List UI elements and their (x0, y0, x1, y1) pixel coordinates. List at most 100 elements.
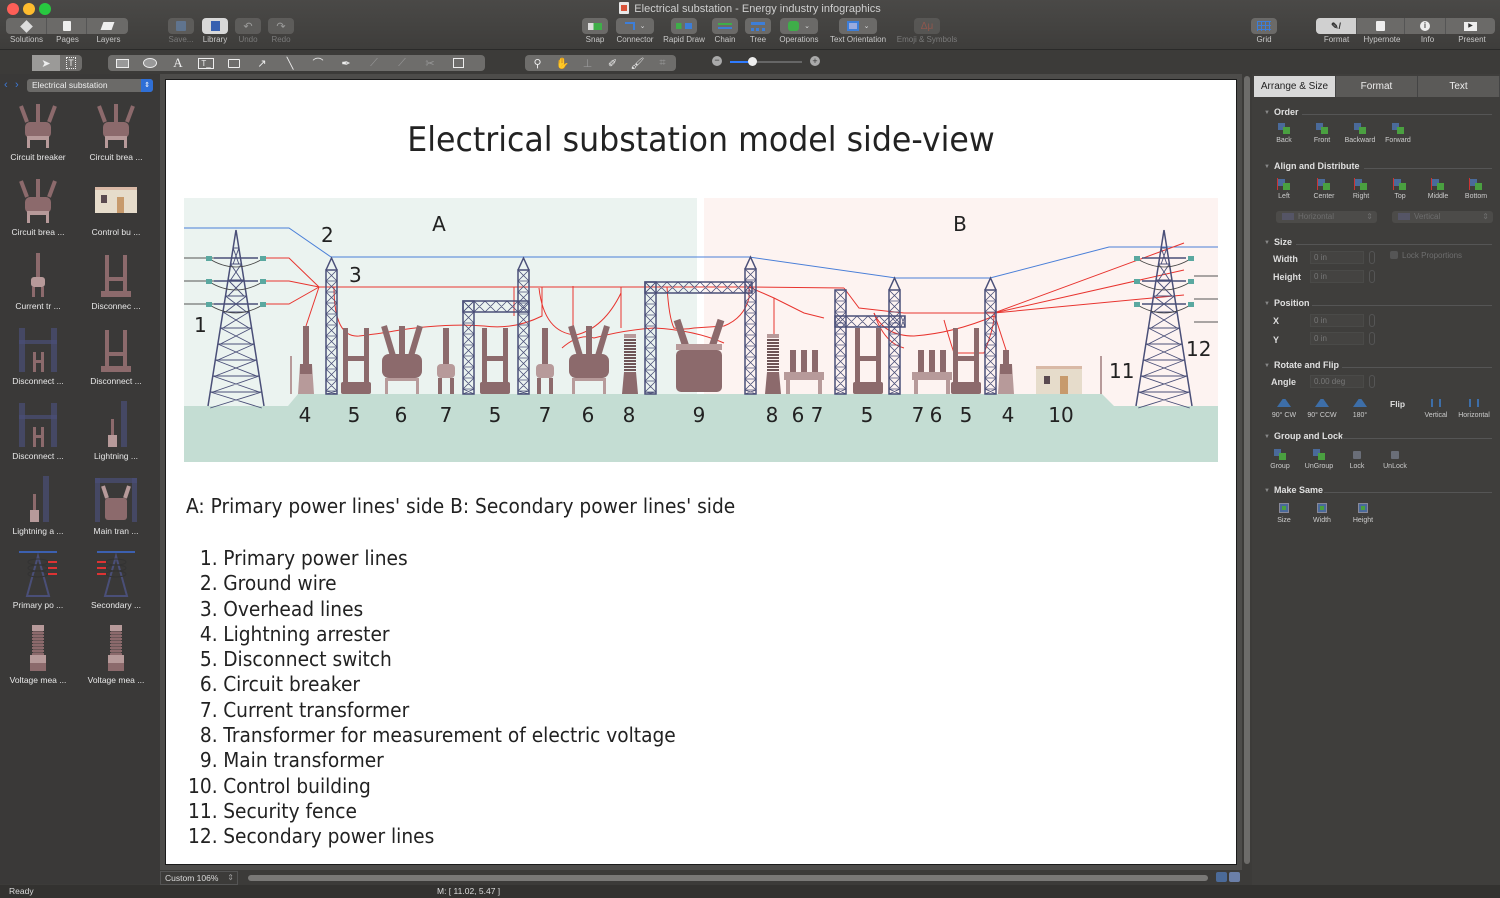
hypernote-button[interactable] (1357, 18, 1405, 34)
container-tool[interactable] (444, 55, 472, 71)
distribute-horizontal-select[interactable]: Horizontal⇕ (1276, 211, 1377, 223)
info-button[interactable]: i (1405, 18, 1446, 34)
horizontal-scrollbar[interactable] (248, 875, 1208, 881)
x-stepper[interactable] (1369, 314, 1375, 327)
solutions-button[interactable] (6, 18, 47, 34)
add-point-tool[interactable]: ⟋ (388, 55, 416, 71)
text-tool[interactable]: A (164, 55, 192, 71)
width-button[interactable]: Width (1302, 502, 1342, 524)
lock-proportions-checkbox[interactable] (1390, 251, 1398, 259)
middle-button[interactable]: Middle (1418, 178, 1458, 200)
library-item[interactable]: Disconnect ... (0, 395, 76, 470)
width-stepper[interactable] (1369, 251, 1375, 264)
y-input[interactable]: 0 in (1310, 332, 1364, 345)
operations-button[interactable]: ⌄ (780, 18, 818, 34)
eyedropper-tool[interactable]: ✐ (600, 55, 625, 71)
arc-tool[interactable]: ⌒ (304, 55, 332, 71)
library-button[interactable] (202, 18, 228, 34)
unlock-button[interactable]: UnLock (1375, 448, 1415, 470)
library-item[interactable]: Circuit breaker (0, 96, 76, 171)
present-button[interactable]: ▶ (1446, 18, 1495, 34)
forward-button[interactable]: Forward (1378, 122, 1418, 144)
library-item[interactable]: Lightning ... (78, 395, 154, 470)
library-item[interactable]: Circuit brea ... (0, 171, 76, 246)
pan-tool[interactable]: ✋ (550, 55, 575, 71)
close-window-button[interactable] (7, 3, 19, 15)
snap-button[interactable] (582, 18, 608, 34)
vertical-button[interactable]: Vertical (1416, 397, 1456, 419)
minimize-window-button[interactable] (23, 3, 35, 15)
tab-arrange-size[interactable]: Arrange & Size (1254, 76, 1336, 97)
distribute-vertical-select[interactable]: Vertical⇕ (1392, 211, 1493, 223)
right-button[interactable]: Right (1341, 178, 1381, 200)
backward-button[interactable]: Backward (1340, 122, 1380, 144)
180--button[interactable]: 180° (1340, 397, 1380, 419)
undo-button[interactable]: ↶ (235, 18, 261, 34)
front-button[interactable]: Front (1302, 122, 1342, 144)
bottom-button[interactable]: Bottom (1456, 178, 1496, 200)
rectangle-tool[interactable] (108, 55, 136, 71)
format-button[interactable]: ✎/ (1316, 18, 1357, 34)
rapid-draw-button[interactable] (671, 18, 697, 34)
library-item[interactable]: Disconnec ... (78, 245, 154, 320)
grid-button[interactable] (1251, 18, 1277, 34)
fit-page-button[interactable] (1216, 872, 1227, 882)
zoom-window-button[interactable] (39, 3, 51, 15)
arrow-tool[interactable]: ↗ (248, 55, 276, 71)
connector-button[interactable]: ⌄ (616, 18, 654, 34)
text-orientation-button[interactable]: ⌄ (839, 18, 877, 34)
size-button[interactable]: Size (1264, 502, 1304, 524)
top-button[interactable]: Top (1380, 178, 1420, 200)
angle-input[interactable]: 0.00 deg (1310, 375, 1364, 388)
library-item[interactable]: Voltage mea ... (78, 619, 154, 694)
90-cw-button[interactable]: 90° CW (1264, 397, 1304, 419)
zoom-select[interactable]: Custom 106%⇕ (160, 871, 238, 885)
height-input[interactable]: 0 in (1310, 270, 1364, 283)
stamp-tool[interactable]: ⊥ (575, 55, 600, 71)
90-ccw-button[interactable]: 90° CCW (1302, 397, 1342, 419)
x-input[interactable]: 0 in (1310, 314, 1364, 327)
tab-text[interactable]: Text (1418, 76, 1500, 97)
ellipse-tool[interactable] (136, 55, 164, 71)
back-button[interactable]: Back (1264, 122, 1304, 144)
width-input[interactable]: 0 in (1310, 251, 1364, 264)
library-item[interactable]: Lightning a ... (0, 470, 76, 545)
save-button[interactable] (168, 18, 194, 34)
format-painter-tool[interactable]: 🖌 (625, 55, 650, 71)
ungroup-button[interactable]: UnGroup (1299, 448, 1339, 470)
edit-point-tool[interactable]: ⟋ (360, 55, 388, 71)
library-item[interactable]: Secondary ... (78, 544, 154, 619)
library-item[interactable]: Main tran ... (78, 470, 154, 545)
left-button[interactable]: Left (1264, 178, 1304, 200)
forward-arrow-icon[interactable]: › (15, 79, 19, 91)
document-page[interactable]: Electrical substation model side-view (165, 79, 1237, 865)
crop-tool[interactable]: ⌗ (650, 55, 675, 71)
center-button[interactable]: Center (1304, 178, 1344, 200)
library-item[interactable]: Voltage mea ... (0, 619, 76, 694)
angle-stepper[interactable] (1369, 375, 1375, 388)
redo-button[interactable]: ↷ (268, 18, 294, 34)
zoom-slider[interactable] (730, 57, 802, 66)
y-stepper[interactable] (1369, 332, 1375, 345)
library-item[interactable]: Disconnect ... (78, 320, 154, 395)
library-item[interactable]: Primary po ... (0, 544, 76, 619)
zoom-slider-knob[interactable] (747, 57, 757, 66)
emoji-symbols-button[interactable]: Δμ (914, 18, 940, 34)
layers-button[interactable] (87, 18, 128, 34)
library-item[interactable]: Disconnect ... (0, 320, 76, 395)
pages-button[interactable] (47, 18, 87, 34)
library-select[interactable]: Electrical substation⇕ (27, 79, 153, 92)
library-item[interactable]: Control bu ... (78, 171, 154, 246)
zoom-in-button[interactable]: + (810, 56, 820, 66)
back-arrow-icon[interactable]: ‹ (4, 79, 8, 91)
zoom-tool[interactable]: ⚲ (525, 55, 550, 71)
callout-tool[interactable] (220, 55, 248, 71)
vertical-scrollbar[interactable] (1243, 74, 1251, 870)
library-item[interactable]: Current tr ... (0, 245, 76, 320)
height-button[interactable]: Height (1343, 502, 1383, 524)
horizontal-button[interactable]: Horizontal (1454, 397, 1494, 419)
tree-button[interactable] (745, 18, 771, 34)
text-box-tool[interactable]: T_ (192, 55, 220, 71)
text-select-tool[interactable]: T (60, 55, 82, 71)
page-view-button[interactable] (1229, 872, 1240, 882)
